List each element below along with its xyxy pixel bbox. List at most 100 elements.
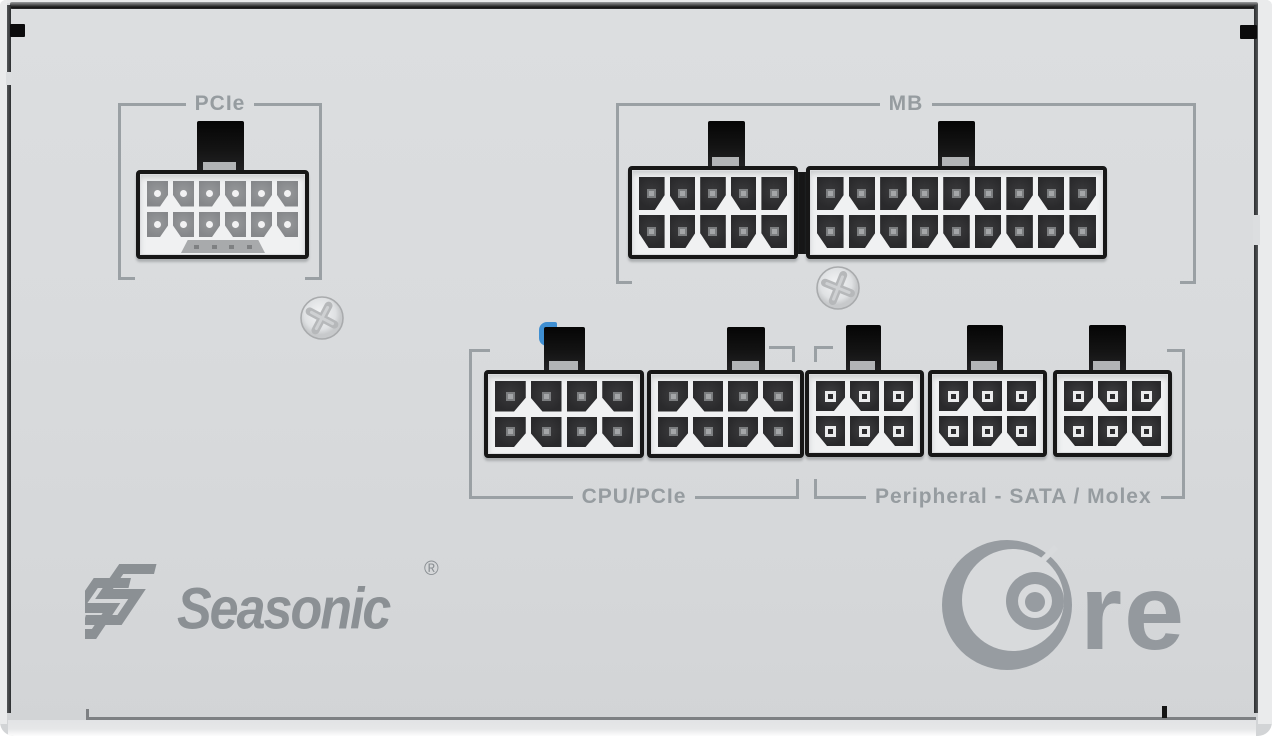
pin-contact	[859, 425, 870, 437]
pin-socket	[277, 181, 298, 207]
core-c-o-mark-icon	[942, 540, 1072, 670]
pin-socket	[530, 416, 562, 447]
bottom-seam-tick	[86, 709, 89, 718]
mb-18pin-connector	[806, 166, 1107, 259]
pin-contact	[1107, 390, 1118, 402]
peripheral-group-label: Peripheral - SATA / Molex	[875, 485, 1152, 508]
pin-contact	[206, 190, 213, 198]
seasonic-logo: Seasonic ®	[85, 556, 465, 656]
pin-socket	[848, 177, 876, 210]
pin-socket	[974, 177, 1002, 210]
pin-contact	[773, 427, 783, 437]
pin-contact	[541, 427, 551, 437]
pin-socket	[658, 416, 688, 447]
pin-socket	[199, 181, 220, 207]
peripheral-6pin-connector-1	[805, 370, 924, 457]
pcie-group-label: PCIe	[194, 92, 246, 115]
pin-contact	[505, 427, 515, 437]
pin-contact	[825, 425, 836, 437]
panel-bottom-seam	[86, 717, 1256, 720]
pin-contact	[857, 227, 867, 236]
pin-socket	[730, 215, 757, 248]
pin-socket	[173, 211, 194, 237]
pin-socket	[639, 215, 665, 248]
panel-top-lip	[0, 0, 1272, 3]
pin-socket	[277, 211, 298, 237]
cpu-pcie-8pin-connector-2	[647, 370, 804, 458]
pin-socket	[880, 215, 907, 248]
pin-socket	[728, 381, 758, 412]
pin-contact	[769, 227, 779, 236]
pin-socket	[763, 416, 793, 447]
pin-contact	[180, 220, 187, 228]
panel-right-edge	[1254, 5, 1258, 713]
registered-trademark-symbol: ®	[424, 558, 439, 580]
pin-socket	[973, 416, 1002, 446]
mb10-connector-tab	[708, 121, 745, 169]
mb-group-label: MB	[888, 92, 924, 115]
pin-socket	[1006, 177, 1033, 210]
pin-socket	[251, 211, 272, 237]
pin-socket	[943, 215, 970, 248]
pin-contact	[668, 427, 678, 437]
pin-contact	[541, 391, 551, 401]
pin-contact	[1016, 390, 1027, 402]
pin-socket	[495, 416, 526, 447]
phillips-screw	[816, 266, 860, 310]
pin-contact	[708, 189, 718, 198]
mb10-pin-grid	[632, 170, 794, 255]
peripheral-6pin-connector-2	[928, 370, 1047, 457]
pin-socket	[1098, 416, 1127, 446]
pin-socket	[1132, 381, 1161, 411]
pin-contact	[232, 220, 239, 228]
pin-contact	[948, 425, 959, 437]
pin-contact	[258, 220, 265, 228]
pin-socket	[974, 215, 1002, 248]
bottom-seam-notch	[1162, 706, 1167, 718]
pin-socket	[669, 215, 696, 248]
pin-contact	[773, 391, 783, 401]
pin-contact	[1141, 425, 1152, 437]
pin-contact	[613, 391, 623, 401]
bracket-line	[814, 495, 866, 499]
pin-contact	[1015, 227, 1025, 236]
per6a-connector-tab	[846, 325, 881, 373]
pin-socket	[730, 177, 757, 210]
pin-socket	[763, 381, 793, 412]
pin-contact	[577, 427, 587, 437]
pin-contact	[739, 227, 749, 236]
pcie-pin-grid	[140, 174, 305, 255]
per6c-connector-tab	[1089, 325, 1126, 373]
pin-contact	[232, 190, 239, 198]
pin-contact	[739, 189, 749, 198]
pin-socket	[669, 177, 696, 210]
pin-socket	[1064, 416, 1093, 446]
pin-contact	[1073, 390, 1084, 402]
pin-socket	[147, 211, 168, 237]
pin-socket	[225, 211, 246, 237]
bracket-line	[932, 102, 1197, 106]
cpu8b-pin-grid	[651, 374, 800, 454]
phillips-screw	[300, 296, 344, 340]
pin-contact	[920, 227, 930, 236]
pin-contact	[668, 391, 678, 401]
pin-contact	[825, 227, 835, 236]
pin-contact	[703, 427, 713, 437]
pin-contact	[505, 391, 515, 401]
pin-socket	[1132, 416, 1161, 446]
per6b-connector-tab	[967, 325, 1003, 373]
core-logo: re	[932, 530, 1262, 690]
pin-contact	[703, 391, 713, 401]
pin-socket	[693, 416, 723, 447]
panel-top-edge	[10, 2, 1258, 9]
pin-contact	[284, 220, 291, 228]
pin-contact	[154, 190, 161, 198]
pin-socket	[602, 381, 633, 412]
pin-socket	[1069, 177, 1096, 210]
per6a-pin-grid	[809, 374, 920, 453]
pin-socket	[817, 177, 844, 210]
peripheral-6pin-connector-3	[1053, 370, 1172, 457]
pin-contact	[948, 390, 959, 402]
